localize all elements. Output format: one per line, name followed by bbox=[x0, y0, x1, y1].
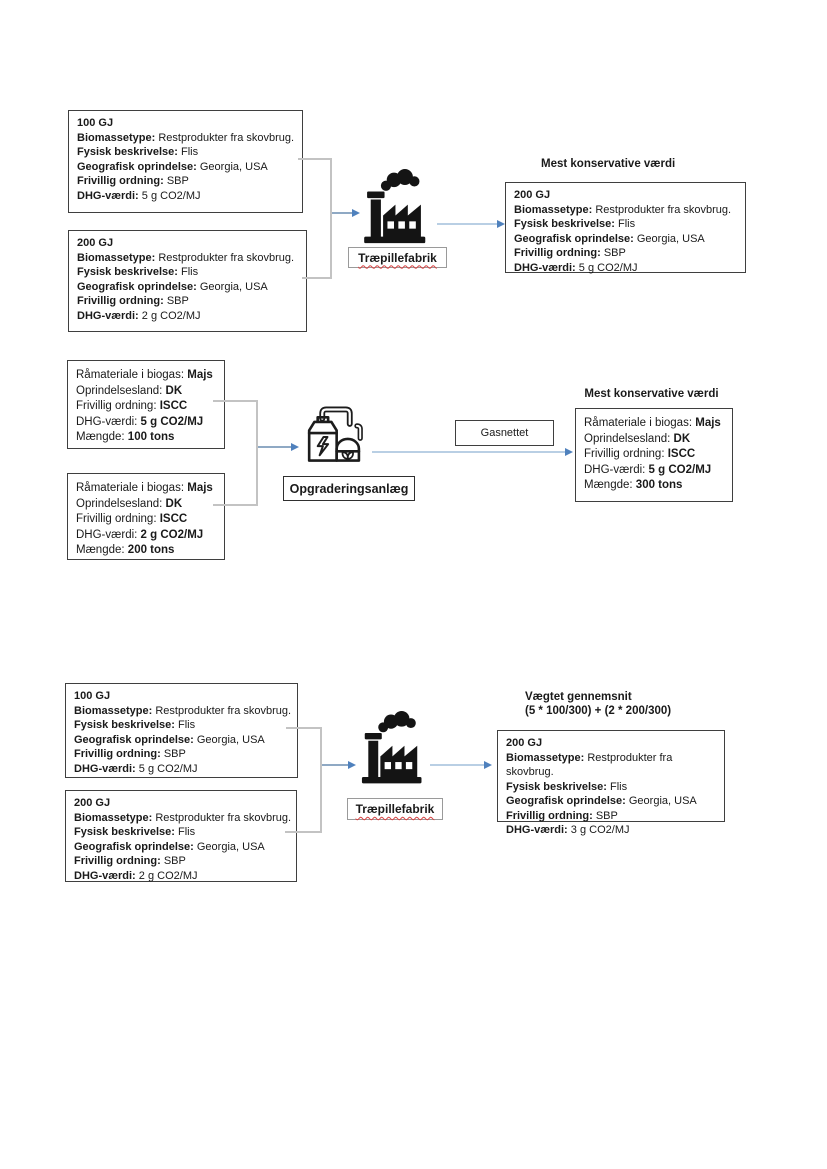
field-row: Geografisk oprindelse: Georgia, USA bbox=[77, 280, 268, 293]
field-row: Frivillig ordning: ISCC bbox=[76, 400, 188, 412]
field-row: Frivillig ordning: ISCC bbox=[584, 448, 696, 460]
result-box-bottom: 200 GJ Biomassetype: Restprodukter fra s… bbox=[497, 730, 725, 836]
field-row: Råmateriale i biogas: Majs bbox=[76, 369, 213, 381]
process-label-trepillefabrik: Træpillefabrik bbox=[347, 798, 443, 820]
arrowhead-icon bbox=[348, 761, 356, 769]
field-row: Mængde: 300 tons bbox=[584, 479, 683, 491]
field-row: Råmateriale i biogas: Majs bbox=[584, 417, 721, 429]
field-row: DHG-værdi: 5 g CO2/MJ bbox=[76, 415, 204, 428]
input-box-100gj-bottom: 100 GJ Biomassetype: Restprodukter fra s… bbox=[65, 683, 298, 778]
process-label-text: Træpillefabrik bbox=[358, 250, 437, 265]
arrowhead-icon bbox=[484, 761, 492, 769]
result-heading-line2: (5 * 100/300) + (2 * 200/300) bbox=[525, 705, 672, 717]
field-row: Geografisk oprindelse: Georgia, USA bbox=[506, 795, 697, 807]
field-row: Frivillig ordning: SBP bbox=[514, 247, 626, 259]
field-row: Fysisk beskrivelse: Flis bbox=[77, 146, 199, 158]
process-label-opgraderingsanlaeg: Opgraderingsanlæg bbox=[283, 476, 415, 501]
result-heading-line1: Vægtet gennemsnit bbox=[525, 691, 632, 703]
box-title: 200 GJ bbox=[506, 737, 543, 749]
field-row: Oprindelsesland: DK bbox=[76, 497, 183, 510]
connector-line bbox=[298, 158, 331, 160]
result-box-top: 200 GJ Biomassetype: Restprodukter fra s… bbox=[505, 182, 746, 274]
result-heading: Mest konservative værdi bbox=[584, 388, 719, 400]
field-row: Biomassetype: Restprodukter fra skovbrug… bbox=[74, 811, 292, 824]
field-row: DHG-værdi: 2 g CO2/MJ bbox=[76, 528, 204, 541]
box-title: 100 GJ bbox=[77, 117, 114, 129]
field-row: Frivillig ordning: SBP bbox=[77, 175, 189, 187]
field-row: Frivillig ordning: SBP bbox=[77, 295, 189, 307]
box-title: 200 GJ bbox=[514, 189, 551, 201]
field-row: Mængde: 100 tons bbox=[76, 431, 175, 443]
field-row: DHG-værdi: 5 g CO2/MJ bbox=[584, 463, 712, 476]
field-row: Oprindelsesland: DK bbox=[76, 384, 183, 397]
field-row: DHG-værdi: 5 g CO2/MJ bbox=[514, 261, 638, 274]
input-box-200gj-top: 200 GJ Biomassetype: Restprodukter fra s… bbox=[68, 230, 307, 332]
input-box-100gj-top: 100 GJ Biomassetype: Restprodukter fra s… bbox=[68, 110, 303, 213]
arrow-shaft bbox=[332, 212, 353, 214]
field-row: Frivillig ordning: SBP bbox=[506, 809, 618, 822]
upgrading-plant-icon bbox=[300, 398, 372, 472]
arrowhead-icon bbox=[565, 448, 573, 456]
box-title: 200 GJ bbox=[74, 797, 111, 809]
connector-line bbox=[256, 400, 258, 506]
field-row: Råmateriale i biogas: Majs bbox=[76, 482, 213, 494]
arrow-shaft bbox=[322, 764, 349, 766]
field-row: DHG-værdi: 2 g CO2/MJ bbox=[77, 309, 201, 322]
field-row: Geografisk oprindelse: Georgia, USA bbox=[74, 733, 265, 746]
gas-network-box: Gasnettet bbox=[455, 420, 554, 446]
arrowhead-icon bbox=[497, 220, 505, 228]
field-row: Fysisk beskrivelse: Flis bbox=[74, 826, 196, 838]
field-row: Geografisk oprindelse: Georgia, USA bbox=[514, 232, 705, 245]
input-box-200gj-bottom: 200 GJ Biomassetype: Restprodukter fra s… bbox=[65, 790, 297, 882]
field-row: Fysisk beskrivelse: Flis bbox=[74, 719, 196, 731]
field-row: Frivillig ordning: SBP bbox=[74, 748, 186, 760]
connector-line bbox=[330, 158, 332, 279]
field-row: Geografisk oprindelse: Georgia, USA bbox=[77, 160, 268, 173]
process-label-text: Træpillefabrik bbox=[355, 802, 435, 816]
arrowhead-icon bbox=[352, 209, 360, 217]
connector-line bbox=[320, 727, 322, 833]
field-row: Biomassetype: Restprodukter fra skovbrug… bbox=[77, 251, 295, 264]
connector-line bbox=[302, 277, 331, 279]
connector-line bbox=[285, 831, 322, 833]
output-line bbox=[437, 223, 497, 225]
connector-line bbox=[286, 727, 322, 729]
field-row: Mængde: 200 tons bbox=[76, 544, 175, 556]
field-row: DHG-værdi: 5 g CO2/MJ bbox=[74, 762, 198, 775]
factory-icon bbox=[354, 168, 434, 250]
field-row: Frivillig ordning: SBP bbox=[74, 855, 186, 867]
field-row: Biomassetype: Restprodukter fra skovbrug… bbox=[74, 704, 292, 717]
box-title: 200 GJ bbox=[77, 237, 114, 249]
field-row: Biomassetype: Restprodukter fra skovbrug… bbox=[514, 203, 732, 216]
field-row: Fysisk beskrivelse: Flis bbox=[77, 266, 199, 278]
field-row: Fysisk beskrivelse: Flis bbox=[514, 218, 636, 230]
field-row: DHG-værdi: 2 g CO2/MJ bbox=[74, 869, 198, 882]
output-line bbox=[372, 451, 566, 453]
factory-icon bbox=[352, 710, 430, 790]
field-row: Biomassetype: Restprodukter fra skovbrug… bbox=[77, 131, 295, 144]
box-title: 100 GJ bbox=[74, 690, 111, 702]
process-label-trepillefabrik: Træpillefabrik bbox=[348, 247, 447, 268]
arrow-shaft bbox=[258, 446, 292, 448]
output-line bbox=[430, 764, 484, 766]
result-heading: Mest konservative værdi bbox=[541, 158, 676, 170]
field-row: DHG-værdi: 3 g CO2/MJ bbox=[506, 824, 630, 836]
field-row: Biomassetype: Restprodukter fra skovbrug… bbox=[506, 751, 673, 779]
field-row: DHG-værdi: 5 g CO2/MJ bbox=[77, 189, 201, 202]
field-row: Frivillig ordning: ISCC bbox=[76, 513, 188, 525]
process-label-text: Opgraderingsanlæg bbox=[289, 481, 409, 496]
connector-line bbox=[213, 400, 258, 402]
field-row: Oprindelsesland: DK bbox=[584, 432, 691, 445]
gas-network-label: Gasnettet bbox=[480, 427, 529, 439]
field-row: Fysisk beskrivelse: Flis bbox=[506, 780, 628, 793]
connector-line bbox=[213, 504, 258, 506]
field-row: Geografisk oprindelse: Georgia, USA bbox=[74, 840, 265, 853]
arrowhead-icon bbox=[291, 443, 299, 451]
